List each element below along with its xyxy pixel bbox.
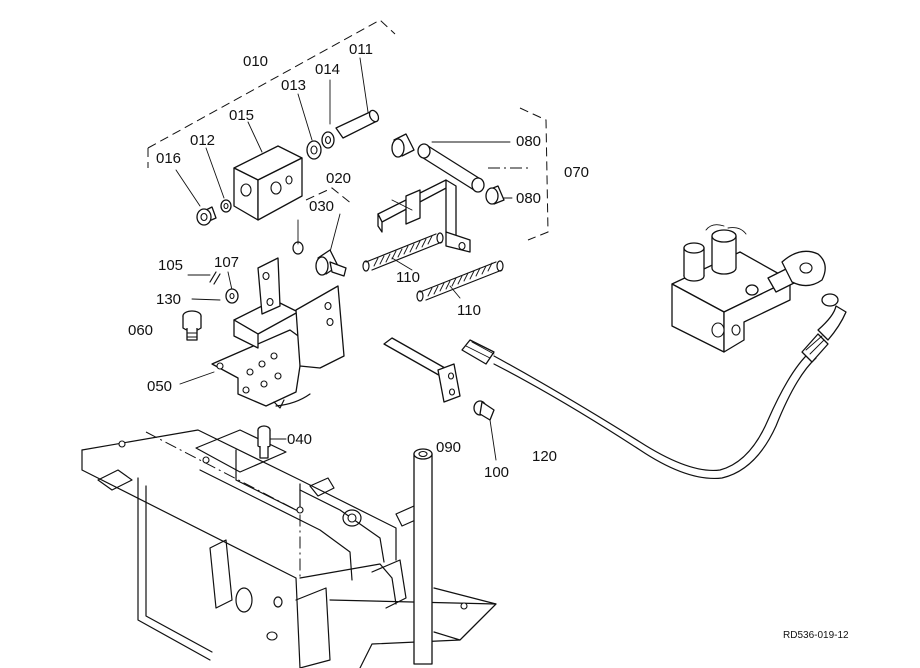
part-016-plug bbox=[196, 206, 217, 226]
leader-lines bbox=[175, 57, 532, 461]
group-bracket-070 bbox=[519, 107, 549, 241]
part-014-washer bbox=[321, 131, 335, 149]
callout-105: 105 bbox=[158, 257, 183, 274]
part-013-washer bbox=[306, 140, 322, 160]
callout-080-upper: 080 bbox=[516, 133, 541, 150]
callout-107: 107 bbox=[214, 254, 239, 271]
part-vertical-rod bbox=[413, 448, 433, 665]
callout-012: 012 bbox=[190, 132, 215, 149]
part-hydraulic-valve-body bbox=[671, 224, 826, 353]
part-015-block bbox=[233, 145, 303, 221]
callout-040: 040 bbox=[287, 431, 312, 448]
callout-110-upper: 110 bbox=[396, 269, 420, 286]
part-105-pin bbox=[209, 271, 221, 285]
drawing-reference-code: RD536-019-12 bbox=[783, 630, 849, 641]
callout-110-lower: 110 bbox=[457, 302, 481, 319]
part-110-spring-upper bbox=[362, 232, 444, 272]
part-020-valve bbox=[315, 249, 347, 277]
callout-070: 070 bbox=[564, 164, 589, 181]
callout-030: 030 bbox=[309, 198, 334, 215]
part-107-washer bbox=[225, 288, 239, 304]
group-bracket-020 bbox=[305, 187, 353, 205]
part-080-bushing-right bbox=[485, 185, 505, 205]
part-mounting-plate bbox=[433, 587, 497, 641]
part-120-cable bbox=[461, 293, 847, 480]
part-060-bolt bbox=[182, 310, 202, 341]
part-050-bracket-plate bbox=[211, 257, 345, 409]
part-frame bbox=[81, 429, 497, 668]
part-012-washer bbox=[220, 199, 232, 213]
part-100-clevis-pin bbox=[473, 400, 495, 421]
callout-011: 011 bbox=[349, 41, 373, 58]
callout-100: 100 bbox=[484, 464, 509, 481]
part-110-spring-lower bbox=[416, 260, 504, 302]
part-090-rod bbox=[383, 337, 461, 403]
group-bracket-010 bbox=[147, 19, 396, 168]
callout-014: 014 bbox=[315, 61, 340, 78]
callout-080-lower: 080 bbox=[516, 190, 541, 207]
callout-016: 016 bbox=[156, 150, 181, 167]
callout-050: 050 bbox=[147, 378, 172, 395]
callout-130: 130 bbox=[156, 291, 181, 308]
part-030-o-ring bbox=[292, 241, 304, 255]
callout-060: 060 bbox=[128, 322, 153, 339]
part-080-bushing-left bbox=[391, 133, 415, 158]
callout-015: 015 bbox=[229, 107, 254, 124]
callout-020: 020 bbox=[326, 170, 351, 187]
part-lever-arm bbox=[377, 179, 471, 253]
callout-013: 013 bbox=[281, 77, 306, 94]
part-070-shaft bbox=[417, 143, 485, 193]
callout-010: 010 bbox=[243, 53, 268, 70]
part-040-bolt bbox=[257, 425, 271, 459]
part-011-pin bbox=[335, 109, 380, 139]
callout-120: 120 bbox=[532, 448, 557, 465]
callout-090: 090 bbox=[436, 439, 461, 456]
